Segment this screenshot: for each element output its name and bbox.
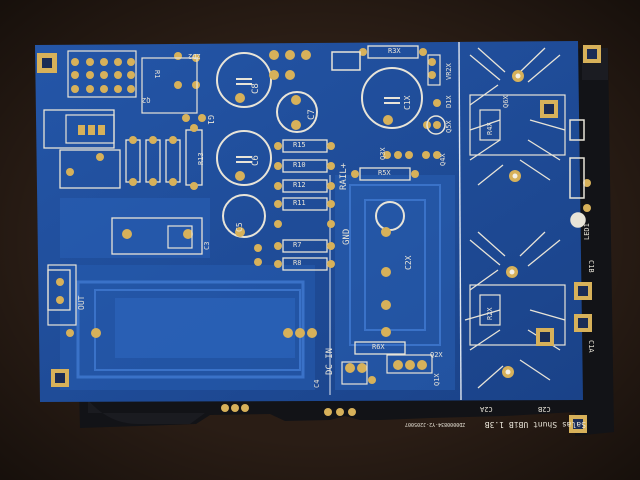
heatsink-top (469, 47, 566, 186)
blue-board (35, 41, 583, 402)
